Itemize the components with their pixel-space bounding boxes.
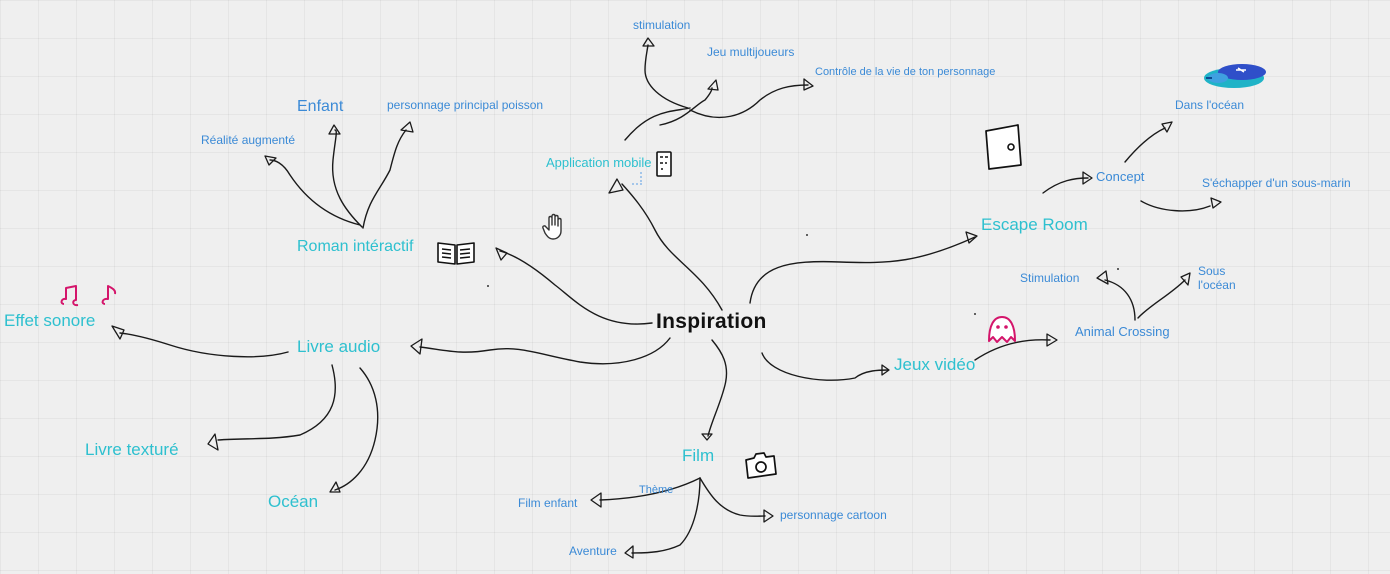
ghost-icon: [988, 316, 1016, 343]
node-escape-room[interactable]: Escape Room: [981, 215, 1088, 234]
edge-audio-effet: [119, 332, 289, 358]
book-icon: [437, 242, 475, 265]
edge-center-app: [621, 183, 723, 311]
submarine-icon: [1204, 64, 1266, 88]
arrowhead: [1180, 272, 1191, 286]
arrowhead: [1210, 197, 1222, 209]
edge-center-escape: [749, 236, 976, 304]
edge-center-audio: [419, 337, 671, 365]
arrowhead: [701, 433, 713, 441]
center-node[interactable]: Inspiration: [656, 310, 767, 333]
node-enfant[interactable]: Enfant: [297, 98, 344, 115]
arrowhead: [329, 481, 341, 493]
ink-dot: [806, 234, 808, 236]
arrowhead: [1082, 171, 1093, 185]
node-echapper-sous-marin[interactable]: S'échapper d'un sous-marin: [1202, 176, 1351, 190]
arrowhead: [590, 492, 602, 508]
arrowhead: [410, 338, 423, 355]
arrowhead: [642, 37, 655, 47]
edge-audio-ocean: [334, 367, 379, 491]
ink-dot: [1117, 268, 1119, 270]
ink-dot: [487, 285, 489, 287]
node-sous-ocean[interactable]: Sous l'océan: [1198, 264, 1236, 293]
arrowhead: [803, 78, 814, 91]
arrowhead: [965, 231, 978, 244]
edge-animal-stim: [1104, 279, 1136, 321]
arrowhead: [707, 79, 719, 91]
arrowhead: [400, 121, 414, 133]
edge-roman-poisson: [362, 129, 407, 229]
node-dans-ocean[interactable]: Dans l'océan: [1175, 98, 1244, 112]
music-note-icon: [60, 285, 117, 307]
arrowhead: [111, 325, 125, 340]
hand-cursor-icon: [542, 213, 562, 240]
node-roman-interactif[interactable]: Roman intéractif: [297, 238, 414, 255]
edge-center-roman: [499, 250, 653, 325]
node-concept[interactable]: Concept: [1096, 169, 1145, 184]
node-film-enfant[interactable]: Film enfant: [518, 496, 578, 510]
arrowhead: [207, 433, 219, 451]
edge-jeux-animal: [974, 339, 1051, 361]
arrowhead: [608, 178, 624, 194]
node-aventure[interactable]: Aventure: [569, 544, 617, 558]
edge-film-cartoon: [699, 477, 766, 517]
edge-film-aventure: [631, 477, 701, 554]
node-livre-audio[interactable]: Livre audio: [297, 337, 381, 356]
arrowhead: [328, 124, 341, 135]
camera-icon: [745, 452, 777, 479]
node-theme[interactable]: Thème: [639, 484, 674, 496]
node-stimulation-right[interactable]: Stimulation: [1020, 271, 1080, 285]
edge-roman-enfant: [331, 129, 363, 228]
edge-film-enfant: [599, 477, 701, 501]
node-controle-vie[interactable]: Contrôle de la vie de ton personnage: [815, 66, 996, 78]
edge-audio-texture: [217, 364, 336, 441]
arrowhead: [881, 364, 890, 376]
edge-app-stimulation: [644, 44, 689, 109]
edge-concept-ocean: [1124, 127, 1166, 163]
edge-center-jeux: [761, 352, 889, 381]
arrowhead: [1161, 121, 1173, 133]
node-jeux-video[interactable]: Jeux vidéo: [894, 355, 976, 374]
node-film[interactable]: Film: [682, 446, 715, 465]
ink-dot: [974, 313, 976, 315]
node-animal-crossing[interactable]: Animal Crossing: [1075, 324, 1170, 339]
node-jeu-multijoueurs[interactable]: Jeu multijoueurs: [707, 45, 795, 59]
edge-animal-sous: [1137, 279, 1186, 319]
node-ocean[interactable]: Océan: [268, 492, 319, 511]
node-realite-augmente[interactable]: Réalité augmenté: [201, 133, 296, 147]
door-icon: [985, 124, 1022, 170]
edge-roman-realite: [269, 159, 361, 226]
edge-concept-echapper: [1140, 200, 1211, 212]
node-livre-texture[interactable]: Livre texturé: [85, 440, 179, 459]
node-personnage-cartoon[interactable]: personnage cartoon: [780, 508, 887, 522]
arrowhead: [763, 509, 774, 523]
node-effet-sonore[interactable]: Effet sonore: [4, 311, 96, 330]
edge-center-film: [707, 339, 728, 437]
node-personnage-poisson[interactable]: personnage principal poisson: [387, 98, 544, 112]
arrowhead: [495, 247, 508, 261]
dotted-selection-icon: [632, 172, 642, 185]
arrowhead: [624, 545, 634, 559]
node-application-mobile[interactable]: Application mobile: [546, 155, 652, 170]
arrowhead: [1046, 333, 1058, 347]
node-stimulation-top[interactable]: stimulation: [633, 18, 691, 32]
phone-icon: [656, 151, 672, 177]
arrowhead: [1096, 270, 1109, 285]
edge-app-multi: [659, 87, 713, 126]
edge-app-branches: [624, 107, 691, 141]
edge-app-controle: [689, 84, 809, 118]
edge-escape-concept: [1042, 177, 1089, 194]
arrowhead: [264, 155, 277, 166]
